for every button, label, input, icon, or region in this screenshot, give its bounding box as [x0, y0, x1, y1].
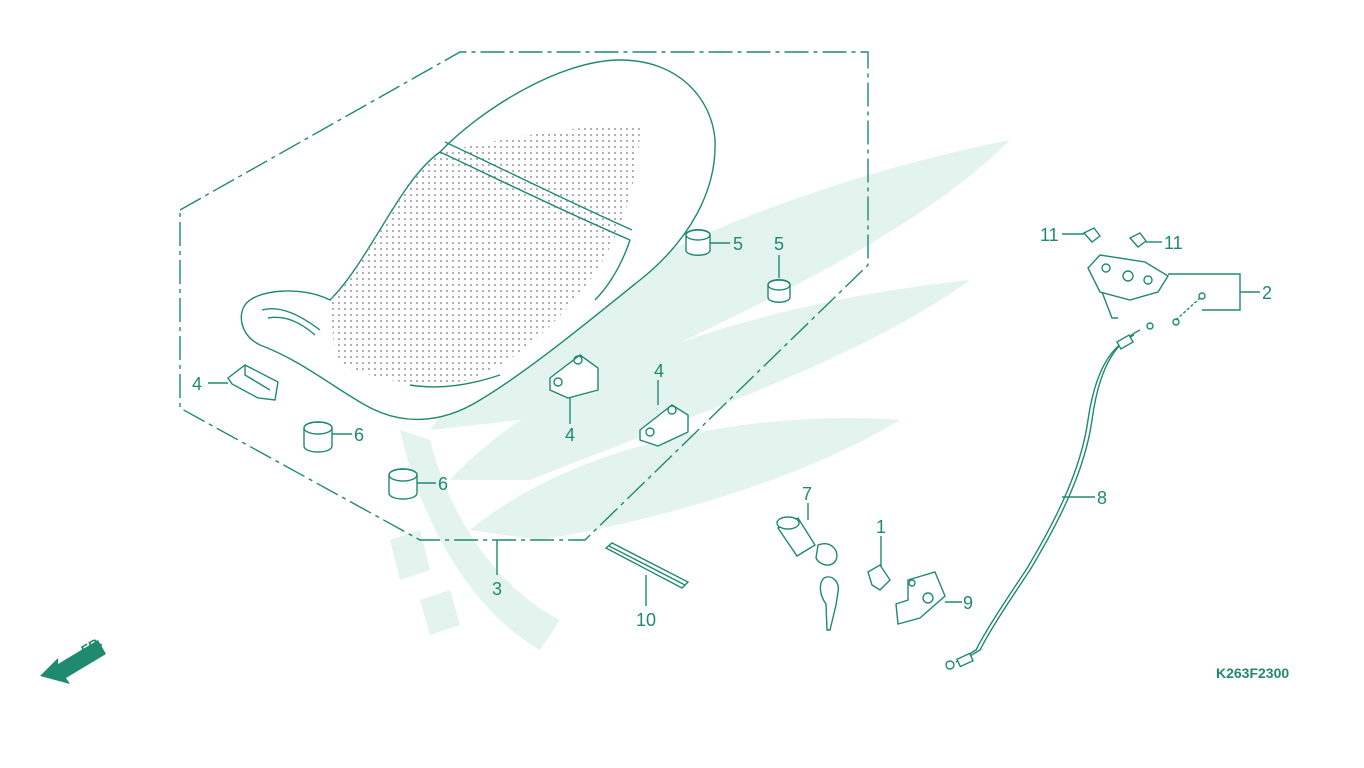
seat-rubber-4c [639, 404, 689, 447]
bolt-11b [1128, 232, 1147, 248]
callout-6: 6 [438, 474, 448, 494]
leader-lines [208, 233, 1260, 606]
callout-4: 4 [654, 361, 664, 381]
seat-rubber-4a [227, 364, 279, 401]
bolt-11a [1082, 227, 1101, 243]
seat-illustration [240, 59, 716, 421]
callout-3: 3 [492, 579, 502, 599]
diagram-code: K263F2300 [1216, 665, 1289, 681]
callout-10: 10 [636, 610, 656, 630]
seat-lock-2 [1087, 254, 1206, 326]
key-cylinder-7 [776, 516, 839, 631]
cushion-5b [767, 279, 791, 303]
lock-bracket-9 [895, 571, 946, 625]
seat-assembly-boundary [179, 51, 869, 541]
cushion-5a [685, 229, 711, 256]
callout-7: 7 [802, 484, 812, 504]
callout-1: 1 [876, 517, 886, 537]
front-direction-arrow: FR. [40, 633, 106, 684]
callout-4: 4 [565, 425, 575, 445]
callout-11: 11 [1164, 233, 1183, 253]
callout-2: 2 [1262, 283, 1272, 303]
cushion-6b [388, 468, 418, 500]
seat-rubber-4b [549, 354, 599, 399]
callout-9: 9 [963, 593, 973, 613]
seat-lock-cable-8 [945, 322, 1154, 670]
callout-6: 6 [354, 425, 364, 445]
callout-11: 11 [1040, 225, 1059, 245]
callout-4: 4 [192, 374, 202, 394]
seat-band-10 [604, 542, 690, 589]
callout-8: 8 [1097, 488, 1107, 508]
callout-5: 5 [733, 234, 743, 254]
clip-1 [867, 564, 891, 591]
cushion-6a [303, 421, 333, 453]
callout-5: 5 [774, 234, 784, 254]
